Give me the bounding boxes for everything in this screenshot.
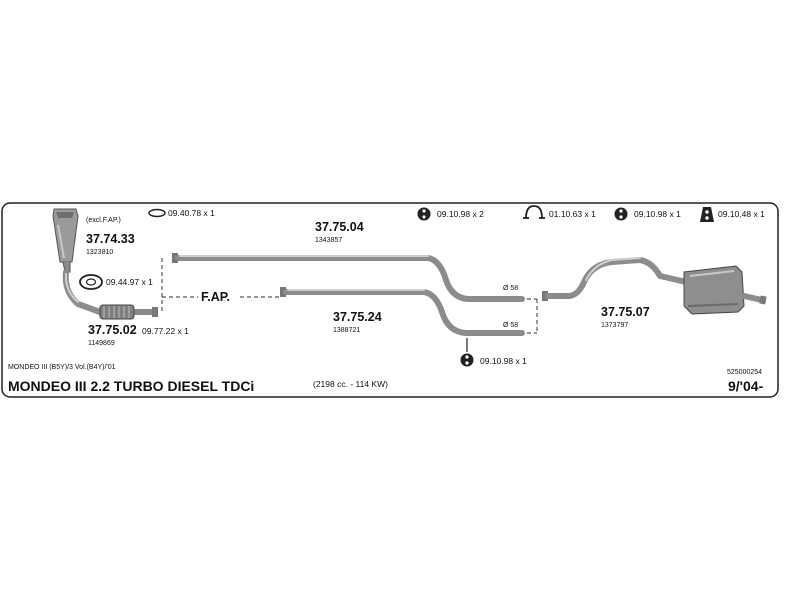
catalytic-converter — [52, 208, 79, 273]
rubber-hanger-icon — [417, 207, 431, 221]
header-part-2: 09.10.98 x 2 — [417, 207, 484, 221]
intermediate-pipe-37-75-24 — [280, 287, 525, 336]
header-part-4: 09.10.98 x 1 — [614, 207, 681, 221]
diameter-label-upper: Ø 58 — [503, 285, 518, 292]
svg-text:09.40.78 x 1: 09.40.78 x 1 — [168, 208, 215, 218]
fap-label: F.AP. — [201, 290, 230, 304]
part-ref-1343857: 1343857 — [315, 237, 342, 244]
front-pipe-flex — [62, 269, 158, 320]
date-range: 9/'04- — [728, 378, 764, 394]
rear-silencer — [542, 257, 767, 315]
header-part-5: 09.10.48 x 1 — [700, 207, 765, 222]
svg-text:09.10.48 x 1: 09.10.48 x 1 — [718, 209, 765, 219]
svg-text:09.77.22 x 1: 09.77.22 x 1 — [142, 326, 189, 336]
header-part-1: 09.40.78 x 1 — [148, 208, 215, 218]
gasket-ring-icon — [148, 208, 166, 218]
svg-text:09.10.98 x 2: 09.10.98 x 2 — [437, 209, 484, 219]
part-ref-1373797: 1373797 — [601, 322, 628, 329]
header-part-3: 01.10.63 x 1 — [523, 205, 596, 219]
part-code-37-74-33: 37.74.33 — [86, 232, 135, 246]
flange-gasket — [79, 274, 103, 290]
svg-text:01.10.63 x 1: 01.10.63 x 1 — [549, 209, 596, 219]
svg-text:09.10.98 x 1: 09.10.98 x 1 — [480, 356, 527, 366]
flange-gasket-icon — [79, 274, 103, 290]
part-code-37-75-24: 37.75.24 — [333, 310, 382, 324]
part-ref-1149869: 1149869 — [88, 340, 115, 347]
part-code-37-75-07: 37.75.07 — [601, 305, 650, 319]
rubber-hanger-icon — [614, 207, 628, 221]
model-title: MONDEO III 2.2 TURBO DIESEL TDCi — [8, 378, 254, 394]
part-code-37-75-02: 37.75.02 — [88, 323, 137, 337]
part-ref-1388721: 1388721 — [333, 327, 360, 334]
part-code-37-75-04: 37.75.04 — [315, 220, 364, 234]
silencer-box — [683, 265, 745, 315]
bottom-hanger — [460, 338, 474, 367]
engine-spec: (2198 cc. - 114 KW) — [313, 379, 388, 389]
part-ref-1323810: 1323810 — [86, 249, 113, 256]
catalog-code: 525000254 — [727, 369, 762, 376]
clamp-icon — [523, 205, 545, 219]
excl-fap-note: (excl.F.AP.) — [86, 217, 121, 224]
svg-text:09.44.97 x 1: 09.44.97 x 1 — [106, 277, 153, 287]
intermediate-pipe-37-75-04 — [172, 253, 525, 302]
svg-text:09.10.98 x 1: 09.10.98 x 1 — [634, 209, 681, 219]
header-part-qty: x 1 — [203, 208, 215, 218]
diagram-frame — [1, 202, 779, 398]
model-subtitle: MONDEO III (B5Y)/3 Vol.(B4Y)/'01 — [8, 364, 116, 371]
hanger-bracket-icon — [700, 207, 714, 222]
diameter-label-lower: Ø 58 — [503, 322, 518, 329]
header-part-code: 09.40.78 — [168, 208, 201, 218]
rubber-hanger-icon — [460, 353, 474, 367]
